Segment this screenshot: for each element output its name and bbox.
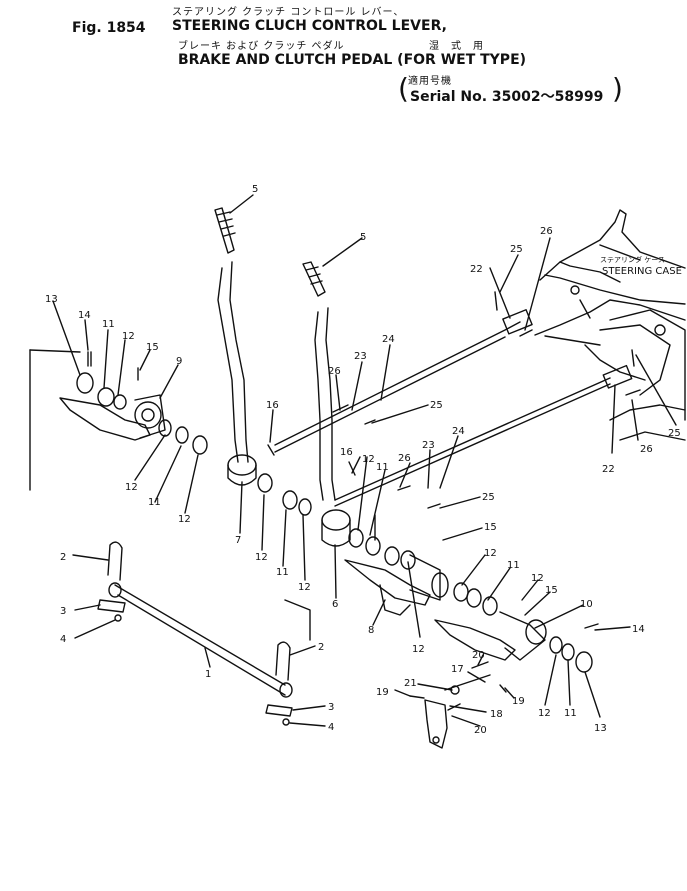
callout-7: 7	[235, 535, 241, 546]
callout-18: 18	[490, 709, 503, 720]
callout-12: 12	[122, 331, 135, 342]
callout-12: 12	[255, 552, 268, 563]
callout-1: 1	[205, 669, 211, 680]
callout-16: 16	[340, 447, 353, 458]
callout-13: 13	[594, 723, 607, 734]
serial-paren-open: (	[398, 72, 409, 105]
callout-11: 11	[564, 708, 577, 719]
serial-number: Serial No. 35002～58999	[410, 89, 604, 105]
callout-8: 8	[368, 625, 374, 636]
callout-13: 13	[45, 294, 58, 305]
callout-20: 20	[472, 650, 485, 661]
callout-16: 16	[266, 400, 279, 411]
right-pedal-10	[434, 619, 516, 661]
callout-19: 19	[376, 687, 389, 698]
callout-4: 4	[328, 722, 334, 733]
steering-case-label: STEERING CASE	[602, 266, 682, 277]
callout-20: 20	[474, 725, 487, 736]
title-line2: BRAKE AND CLUTCH PEDAL (FOR WET TYPE)	[178, 52, 527, 68]
callout-25: 25	[430, 400, 443, 411]
callout-15: 15	[484, 522, 497, 533]
callout-26: 26	[398, 453, 411, 464]
callout-12: 12	[531, 573, 544, 584]
callout-22: 22	[470, 264, 483, 275]
callout-11: 11	[376, 462, 389, 473]
callout-26: 26	[328, 366, 341, 377]
callout-5: 5	[252, 184, 258, 195]
callout-2: 2	[318, 642, 324, 653]
callout-5: 5	[360, 232, 366, 243]
right-pedal-8	[344, 559, 431, 606]
callout-4: 4	[60, 634, 66, 645]
title-line1: STEERING CLUCH CONTROL LEVER,	[172, 18, 447, 34]
cross-shaft	[114, 584, 286, 686]
callout-3: 3	[328, 702, 334, 713]
callout-21: 21	[404, 678, 417, 689]
title-jp-line1: ステアリング クラッチ コントロール レバー、	[172, 7, 405, 18]
callout-11: 11	[102, 319, 115, 330]
callout-26: 26	[640, 444, 653, 455]
callout-19: 19	[512, 696, 525, 707]
callout-12: 12	[538, 708, 551, 719]
callout-24: 24	[452, 426, 465, 437]
lower-rod	[334, 377, 611, 501]
callout-labels: 5 5 13 14 11 12 15 9 16 12 11 12 7 12 11…	[45, 184, 681, 736]
title-jp-line2: ブレーキ および クラッチ ペダル	[178, 41, 345, 52]
callout-25: 25	[482, 492, 495, 503]
callout-24: 24	[382, 334, 395, 345]
callout-11: 11	[148, 497, 161, 508]
serial-paren-close: )	[612, 72, 623, 105]
left-pedal	[59, 397, 151, 441]
title-jp-wet: 湿 式 用	[429, 41, 484, 52]
callout-22: 22	[602, 464, 615, 475]
callout-12: 12	[412, 644, 425, 655]
callout-17: 17	[451, 664, 464, 675]
callout-6: 6	[332, 599, 338, 610]
serial-jp-label: 適用号機	[408, 76, 452, 87]
callout-23: 23	[422, 440, 435, 451]
callout-14: 14	[78, 310, 91, 321]
callout-12: 12	[178, 514, 191, 525]
steering-case	[534, 209, 686, 441]
callout-14: 14	[632, 624, 645, 635]
callout-23: 23	[354, 351, 367, 362]
callout-26: 26	[540, 226, 553, 237]
callout-15: 15	[545, 585, 558, 596]
callout-15: 15	[146, 342, 159, 353]
callout-11: 11	[507, 560, 520, 571]
callout-12: 12	[298, 582, 311, 593]
steering-case-jp-label: ステアリング ケース	[600, 255, 665, 264]
callout-12: 12	[125, 482, 138, 493]
upper-rod	[274, 321, 521, 446]
callout-10: 10	[580, 599, 593, 610]
callout-25: 25	[510, 244, 523, 255]
callout-25: 25	[668, 428, 681, 439]
callout-3: 3	[60, 606, 66, 617]
callout-12: 12	[484, 548, 497, 559]
callout-12: 12	[362, 454, 375, 465]
figure-number: Fig. 1854	[72, 20, 146, 36]
callout-2: 2	[60, 552, 66, 563]
callout-11: 11	[276, 567, 289, 578]
callout-9: 9	[176, 356, 182, 367]
